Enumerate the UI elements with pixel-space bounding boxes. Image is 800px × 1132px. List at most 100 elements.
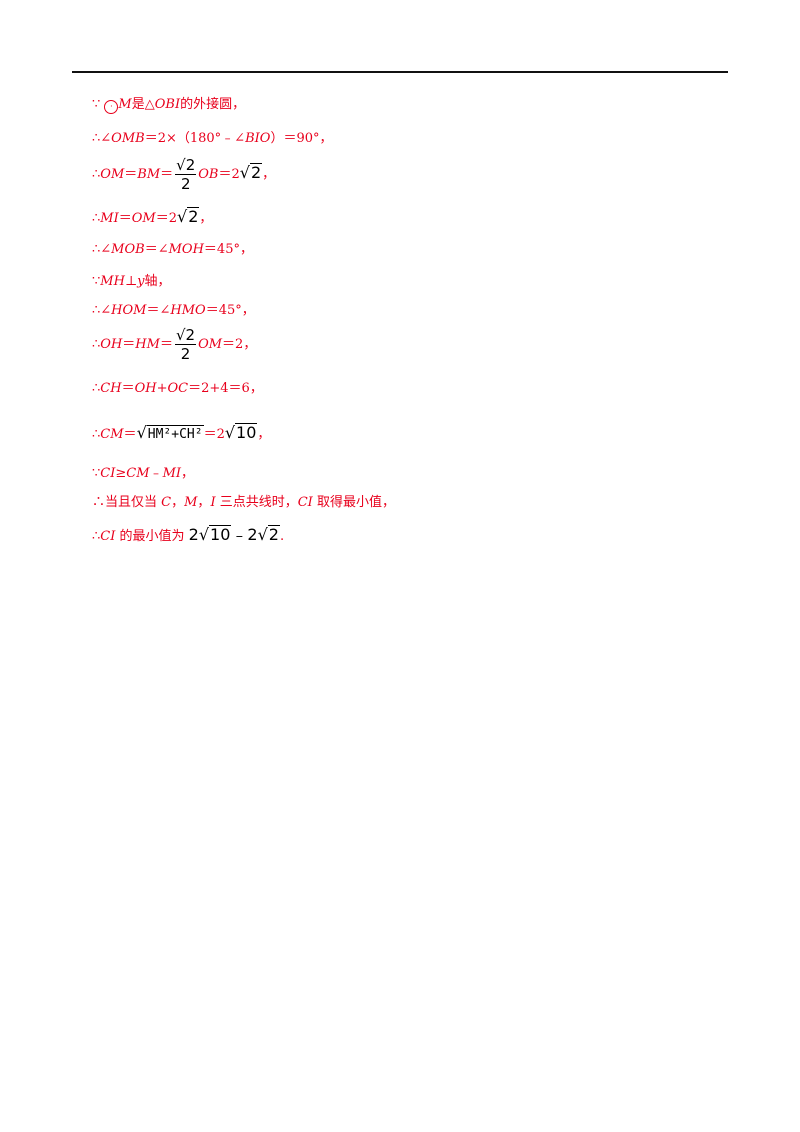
text: ＝ [118,211,132,226]
text: 的外接圆， [180,97,246,112]
var-mi: MI [162,466,182,481]
text: ＝ [124,167,138,182]
var-bm: BM [137,167,161,182]
solution-line-13: ∴CI 的最小值为 2√10﹣2√2. [92,525,284,545]
text: ＝ [122,337,136,352]
var-bio: BIO [245,131,271,146]
circle-symbol-icon: · [104,100,119,114]
solution-line-12: ∴当且仅当 C，M，I 三点共线时，CI 取得最小值， [92,494,395,511]
text: ＝ [159,337,173,352]
text: . [279,529,285,544]
radical-sign-icon: √ [257,525,268,544]
var-cm: CM [100,427,124,442]
solution-line-2: ∴∠OMB＝2×（180°﹣∠BIO）＝90°， [92,130,332,147]
text: ＝2， [222,337,257,352]
text: ＝∠ [144,242,169,257]
therefore-symbol: ∴ [92,167,101,182]
radicand: 2 [249,163,263,182]
solution-line-1: ∵ ·M是△OBI的外接圆， [92,96,245,114]
var-cm: CM [126,466,150,481]
var-m: M [184,495,198,510]
text: ， [262,167,276,182]
var-moh: MOH [168,242,204,257]
var-hmo: HMO [170,303,206,318]
var-omb: OMB [111,131,145,146]
var-oc: OC [167,381,189,396]
text: ＝ [160,167,174,182]
text: ＝2×（180°﹣∠ [144,131,246,146]
solution-line-9: ∴CH＝OH+OC＝2+4＝6， [92,380,263,397]
therefore-symbol: ∴∠ [92,242,112,257]
var-i: I [210,495,216,510]
text: ＝2 [203,427,225,442]
sqrt-expression: √10 [199,525,232,543]
coefficient: ﹣2 [231,525,258,544]
text: 三点共线时， [215,495,298,510]
sqrt-expression: √2 [258,525,280,543]
text: 轴， [144,274,171,289]
radical-sign-icon: √ [224,423,236,442]
text: ＝∠ [146,303,171,318]
fraction-numerator: √2 [175,156,197,175]
fraction-denominator: 2 [180,345,191,363]
radicand: 2 [267,525,280,544]
radical-sign-icon: √ [239,163,250,182]
text: ＝45°， [205,303,255,318]
var-mh: MH [100,274,125,289]
coefficient: 2 [188,525,199,544]
var-obi: OBI [154,97,181,112]
text: ）＝90°， [270,131,333,146]
text: + [156,381,168,396]
fraction-numerator: √2 [174,326,197,345]
therefore-symbol: ∴ [92,211,101,226]
var-om: OM [100,167,125,182]
var-oh: OH [100,337,123,352]
perpendicular-symbol: ⊥ [124,274,138,289]
solution-line-5: ∴∠MOB＝∠MOH＝45°， [92,241,253,258]
var-om: OM [131,211,156,226]
therefore-symbol: ∴当且仅当 [92,495,162,510]
solution-line-11: ∵CI≥CM﹣MI， [92,465,194,482]
var-ob: OB [198,167,219,182]
text: 的最小值为 [115,529,189,544]
since-symbol: ∵ [92,97,101,112]
var-mob: MOB [111,242,145,257]
solution-line-10: ∴CM＝√HM²+CH²＝2√10， [92,423,270,443]
var-m: M [118,97,132,112]
therefore-symbol: ∴∠ [92,303,112,318]
text: ＝2+4＝6， [188,381,263,396]
sqrt-expression: √HM²+CH² [137,424,204,443]
sqrt-expression: √10 [225,423,258,441]
therefore-symbol: ∴ [92,529,101,544]
var-ch: CH [100,381,122,396]
text: 是△ [131,97,155,112]
var-y: y [137,274,145,289]
sqrt-expression: √2 [239,163,263,182]
since-symbol: ∵ [92,466,101,481]
text: ， [199,211,213,226]
since-symbol: ∵ [92,274,101,289]
therefore-symbol: ∴ [92,381,101,396]
text: ≥ [115,466,127,481]
text: ＝2 [155,211,177,226]
text: ＝45°， [203,242,253,257]
var-hm: HM [135,337,160,352]
var-oh: OH [134,381,157,396]
solution-line-6: ∵MH⊥y轴， [92,273,171,290]
var-om: OM [198,337,223,352]
text: ＝2 [218,167,240,182]
text: ﹣ [149,466,163,481]
header-rule [72,71,728,73]
text: ， [181,466,195,481]
radicand: 2 [187,207,200,226]
fraction-denominator: 2 [180,175,191,193]
text: ， [197,495,211,510]
radical-sign-icon: √ [177,207,188,226]
text: ＝ [123,427,137,442]
var-ci: CI [297,495,313,510]
solution-line-7: ∴∠HOM＝∠HMO＝45°， [92,302,255,319]
radical-sign-icon: √ [136,423,147,442]
